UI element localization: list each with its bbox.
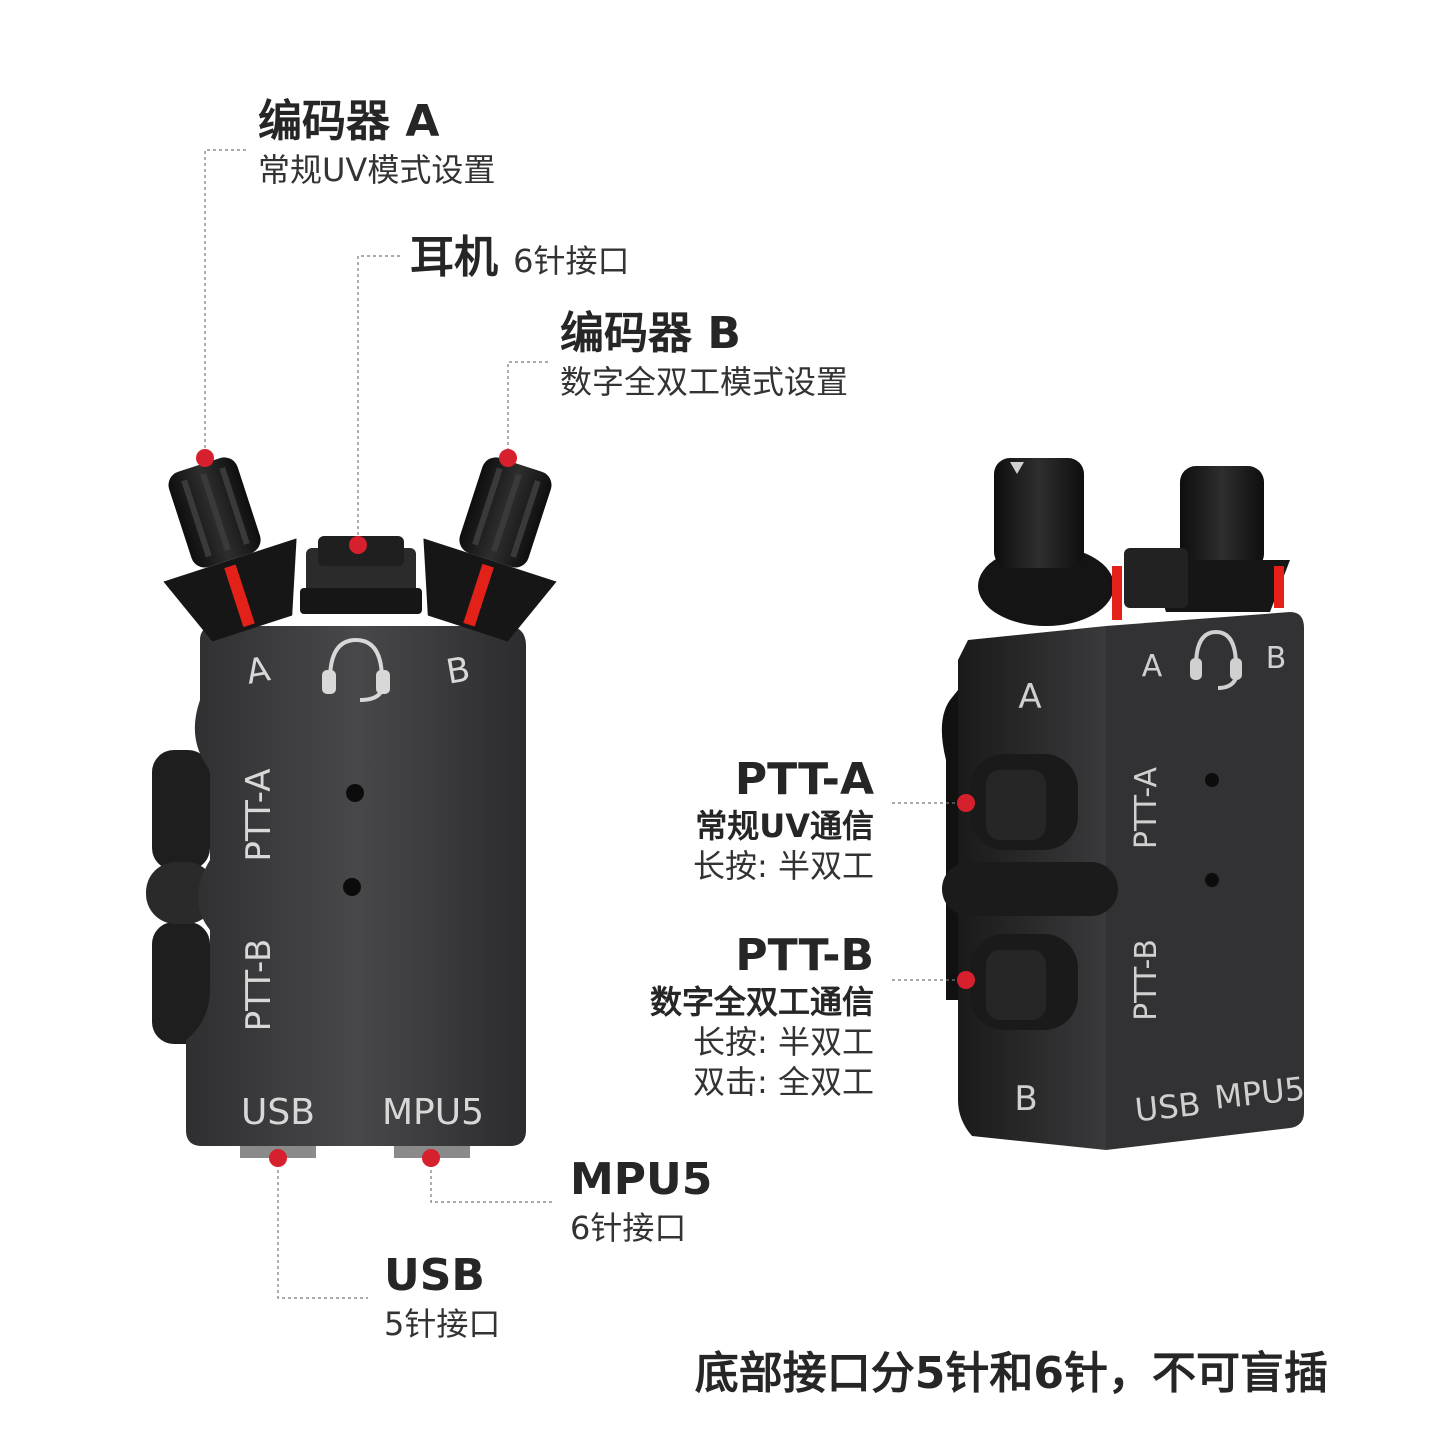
screw-hole xyxy=(343,878,361,896)
leader-encoder-b xyxy=(507,361,548,458)
callout-encoder-a: 编码器 A 常规UV模式设置 xyxy=(258,96,496,189)
callout-mpu5: MPU5 6针接口 xyxy=(570,1154,713,1247)
side-label-side-b: B xyxy=(1014,1079,1037,1119)
callout-ptt-b-line1: 数字全双工通信 xyxy=(649,983,874,1021)
markers xyxy=(196,449,975,1167)
marker-encoder-a xyxy=(196,449,214,467)
side-label-ptt-b: PTT-B xyxy=(1129,939,1164,1021)
leader-usb xyxy=(277,1158,368,1299)
side-label-usb: USB xyxy=(1133,1085,1202,1130)
callout-headset-desc: 6针接口 xyxy=(513,242,630,280)
front-device: A B PTT-A PTT-B USB MPU5 xyxy=(146,457,557,1158)
callout-usb-desc: 5针接口 xyxy=(384,1305,501,1343)
callout-headset-title: 耳机 xyxy=(410,232,498,283)
callout-encoder-b-desc: 数字全双工模式设置 xyxy=(560,363,849,401)
callout-encoder-a-title: 编码器 A xyxy=(258,96,440,147)
front-label-mpu5: MPU5 xyxy=(382,1092,484,1133)
callout-ptt-a-line2: 长按: 半双工 xyxy=(693,847,874,885)
callout-encoder-a-desc: 常规UV模式设置 xyxy=(258,151,496,189)
marker-headset xyxy=(349,536,367,554)
side-encoder-a-knob xyxy=(978,458,1122,626)
screw-hole xyxy=(1205,873,1219,887)
leader-headset xyxy=(357,255,400,545)
marker-ptt-b xyxy=(957,971,975,989)
callout-mpu5-desc: 6针接口 xyxy=(570,1209,687,1247)
callout-ptt-a: PTT-A 常规UV通信 长按: 半双工 xyxy=(693,754,874,885)
callout-ptt-a-title: PTT-A xyxy=(734,754,874,805)
ptt-a-button-front xyxy=(152,750,210,870)
callout-usb-title: USB xyxy=(384,1250,485,1301)
encoder-b-knob xyxy=(423,457,557,642)
callout-usb: USB 5针接口 xyxy=(384,1250,501,1343)
front-label-ptt-a: PTT-A xyxy=(239,768,279,861)
callout-encoder-b-title: 编码器 B xyxy=(560,308,741,359)
footer-note-text: 底部接口分5针和6针，不可盲插 xyxy=(694,1348,1328,1399)
marker-ptt-a xyxy=(957,794,975,812)
side-ptt-separator xyxy=(942,862,1118,916)
callout-encoder-b: 编码器 B 数字全双工模式设置 xyxy=(560,308,849,401)
side-label-a: A xyxy=(1142,649,1163,684)
front-label-usb: USB xyxy=(241,1092,315,1133)
callout-mpu5-title: MPU5 xyxy=(570,1154,713,1205)
callout-ptt-a-line1: 常规UV通信 xyxy=(695,807,874,845)
callout-ptt-b: PTT-B 数字全双工通信 长按: 半双工 双击: 全双工 xyxy=(649,930,874,1101)
side-label-ptt-a: PTT-A xyxy=(1129,766,1164,849)
marker-usb xyxy=(269,1149,287,1167)
side-device-front-face xyxy=(1106,612,1304,1150)
side-label-b: B xyxy=(1266,641,1287,676)
side-label-mpu5: MPU5 xyxy=(1213,1069,1307,1116)
ptt-b-button-front xyxy=(152,922,210,1044)
side-device: A B A B PTT-A PTT-B USB MPU5 xyxy=(941,458,1307,1150)
callout-headset: 耳机 6针接口 xyxy=(410,236,629,280)
footer-note: 底部接口分5针和6针，不可盲插 xyxy=(695,1352,1328,1396)
marker-encoder-b xyxy=(499,449,517,467)
belt-clip xyxy=(941,690,958,1000)
encoder-a-knob xyxy=(163,457,297,642)
screw-hole xyxy=(346,784,364,802)
leader-mpu5 xyxy=(430,1158,554,1203)
leader-encoder-a xyxy=(204,149,246,458)
side-headset-icon xyxy=(1190,629,1242,690)
screw-hole xyxy=(1205,773,1219,787)
marker-mpu5 xyxy=(422,1149,440,1167)
side-headset-connector xyxy=(1124,548,1188,608)
leader-lines xyxy=(204,149,966,1299)
callout-ptt-b-title: PTT-B xyxy=(735,930,874,981)
ptt-separator-front xyxy=(146,862,216,924)
callout-ptt-b-line3: 双击: 全双工 xyxy=(693,1063,874,1101)
callout-ptt-b-line2: 长按: 半双工 xyxy=(693,1023,874,1061)
front-label-ptt-b: PTT-B xyxy=(239,939,279,1032)
side-label-side-a: A xyxy=(1018,677,1041,717)
headset-icon xyxy=(322,637,390,702)
